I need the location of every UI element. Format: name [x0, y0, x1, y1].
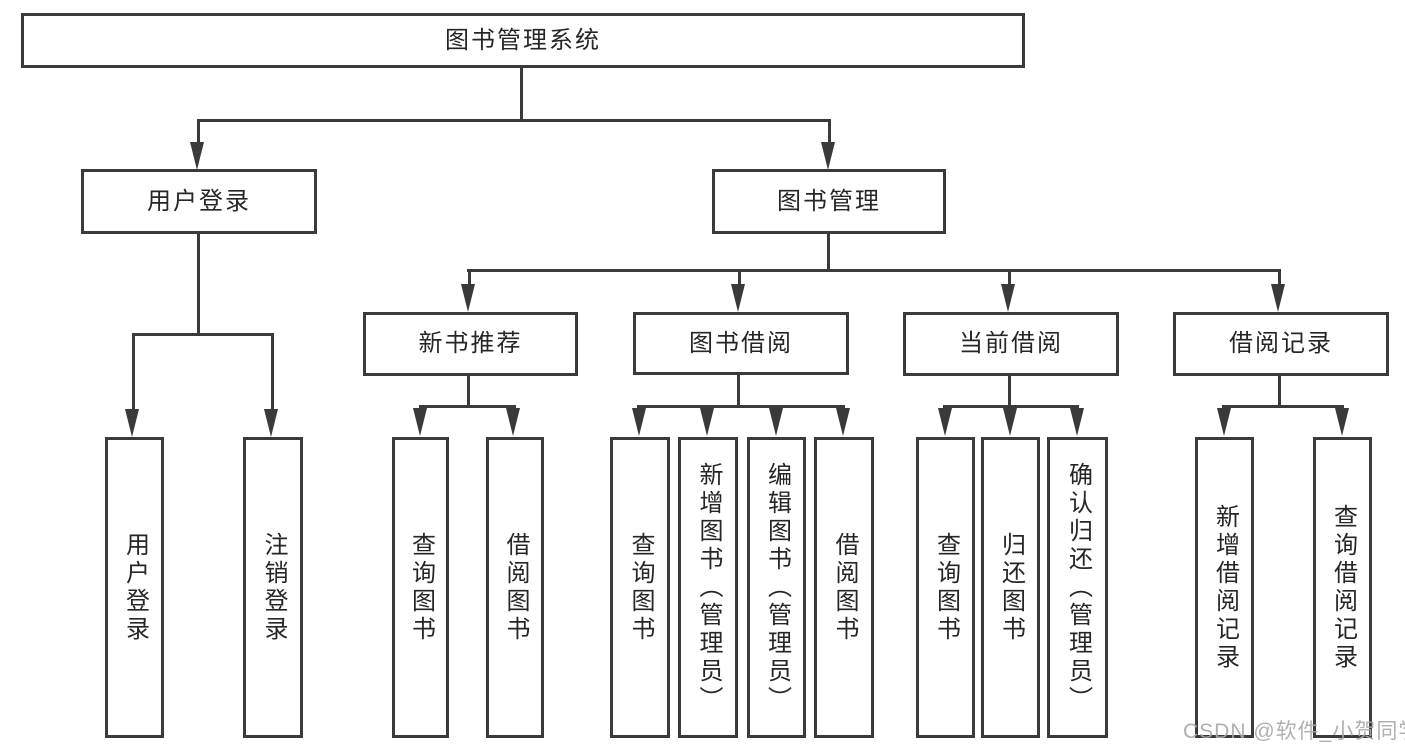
leaf-confirm-return-admin: 确认归还（管理员） [1047, 437, 1108, 738]
node-label: 查询图书 [407, 531, 435, 644]
connector-line [197, 232, 200, 335]
node-label: 编辑图书（管理员） [763, 461, 791, 714]
leaf-borrow-books-borrow: 借阅图书 [814, 437, 874, 738]
node-label: 图书管理系统 [445, 26, 601, 54]
arrowhead-icon [700, 408, 714, 436]
node-book-borrow: 图书借阅 [633, 312, 849, 375]
arrowhead-icon [731, 284, 745, 312]
node-label: 图书借阅 [689, 329, 793, 357]
connector-line [1222, 405, 1344, 408]
arrowhead-icon [769, 408, 783, 436]
leaf-query-books-current: 查询图书 [916, 437, 975, 738]
connector-line [738, 269, 741, 287]
node-label: 新增借阅记录 [1211, 503, 1239, 672]
arrowhead-icon [413, 408, 427, 436]
arrowhead-icon [1217, 408, 1231, 436]
node-label: 新增图书（管理员） [695, 461, 722, 714]
leaf-logout: 注销登录 [243, 437, 303, 738]
node-label: 确认归还（管理员） [1064, 461, 1092, 714]
node-current-borrow: 当前借阅 [903, 312, 1119, 376]
leaf-query-books-recommend: 查询图书 [392, 437, 449, 738]
node-label: 注销登录 [260, 531, 287, 644]
arrowhead-icon [461, 284, 475, 312]
connector-line [271, 333, 274, 411]
node-label: 查询借阅记录 [1329, 503, 1357, 672]
arrowhead-icon [125, 409, 139, 437]
leaf-user-login: 用户登录 [105, 437, 164, 738]
watermark: CSDN @软件_小贺同学 [1183, 720, 1405, 743]
leaf-query-borrow-record: 查询借阅记录 [1313, 437, 1372, 738]
connector-line [520, 66, 523, 122]
leaf-edit-book-admin: 编辑图书（管理员） [747, 437, 806, 738]
node-label: 新书推荐 [418, 330, 523, 357]
leaf-add-book-admin: 新增图书（管理员） [678, 437, 738, 738]
connector-line [1008, 374, 1011, 407]
connector-line [468, 269, 471, 287]
arrowhead-icon [1271, 284, 1285, 312]
node-new-book-recommend: 新书推荐 [363, 312, 578, 376]
node-label: 借阅记录 [1229, 330, 1333, 357]
node-label: 当前借阅 [959, 330, 1063, 357]
arrowhead-icon [1335, 408, 1349, 436]
connector-line [132, 333, 274, 336]
arrowhead-icon [506, 408, 520, 436]
leaf-return-book: 归还图书 [981, 437, 1040, 738]
arrowhead-icon [836, 408, 850, 436]
connector-line [197, 119, 831, 122]
node-label: 用户登录 [121, 531, 149, 644]
arrowhead-icon [1003, 408, 1017, 436]
connector-line [828, 119, 831, 144]
arrowhead-icon [1001, 284, 1015, 312]
connector-line [637, 405, 845, 408]
arrowhead-icon [821, 142, 835, 170]
connector-line [943, 405, 1079, 408]
connector-line [197, 119, 200, 144]
connector-line [467, 269, 1281, 272]
node-book-management: 图书管理 [712, 169, 946, 234]
connector-line [1008, 269, 1011, 287]
leaf-query-books-borrow: 查询图书 [610, 437, 670, 738]
leaf-add-borrow-record: 新增借阅记录 [1195, 437, 1254, 738]
node-label: 借阅图书 [831, 531, 858, 644]
arrowhead-icon [632, 408, 646, 436]
arrowhead-icon [1070, 408, 1084, 436]
connector-line [1278, 374, 1281, 407]
node-user-login: 用户登录 [81, 169, 317, 234]
node-label: 归还图书 [997, 531, 1025, 644]
connector-line [737, 373, 740, 407]
node-label: 查询图书 [627, 531, 654, 644]
node-library-system: 图书管理系统 [21, 13, 1025, 68]
connector-line [132, 333, 135, 411]
node-label: 借阅图书 [502, 531, 529, 644]
node-label: 用户登录 [147, 187, 251, 215]
arrowhead-icon [190, 142, 204, 170]
connector-line [419, 405, 516, 408]
connector-line [827, 232, 830, 271]
leaf-borrow-books-recommend: 借阅图书 [486, 437, 544, 738]
arrowhead-icon [264, 409, 278, 437]
connector-line [467, 374, 470, 408]
arrowhead-icon [938, 408, 952, 436]
node-borrow-records: 借阅记录 [1173, 312, 1389, 376]
connector-line [1278, 269, 1281, 287]
node-label: 查询图书 [932, 531, 960, 644]
node-label: 图书管理 [777, 187, 881, 215]
